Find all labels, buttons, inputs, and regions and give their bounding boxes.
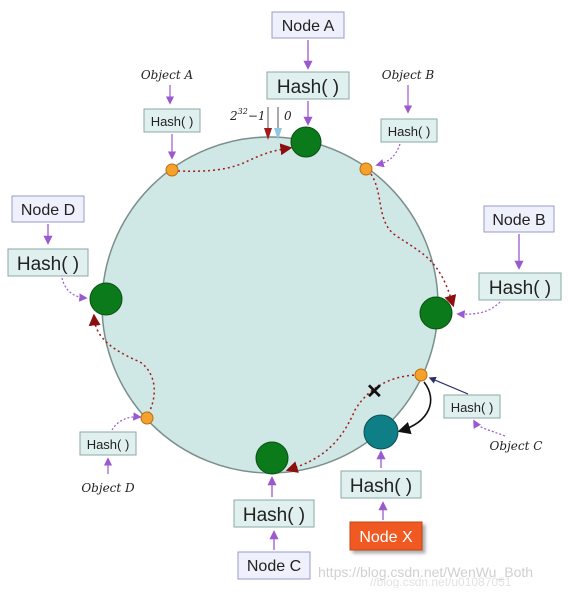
object-a-hash-label: Hash( )	[151, 114, 194, 129]
watermark-line2: //blog.csdn.net/u01087051	[370, 575, 512, 588]
node-b-box	[483, 205, 555, 233]
ring-origin-marker: 232−1 0	[229, 107, 292, 140]
ring-max-label: 232−1	[229, 107, 266, 123]
node-d-box	[11, 195, 85, 223]
object-c-label: Object C	[490, 439, 543, 453]
node-a-hash-box	[266, 71, 350, 100]
node-a-point	[290, 126, 322, 158]
object-c-hash-box	[443, 394, 501, 419]
node-a-group: Node A Hash( )	[266, 11, 350, 126]
object-d-label: Object D	[81, 481, 135, 495]
node-c-box	[237, 551, 311, 580]
node-d-label: Node D	[21, 202, 75, 219]
object-d-point	[140, 411, 154, 425]
watermark-line1: https://blog.csdn.net/WenWu_Both	[318, 564, 533, 580]
node-c-hash-label: Hash( )	[243, 505, 305, 526]
path-object-c-to-node-c	[285, 374, 420, 473]
node-b-group: Node B Hash( )	[456, 205, 562, 319]
node-c-group: Hash( ) Node C	[233, 476, 315, 580]
object-b-hash-label: Hash( )	[388, 124, 431, 139]
node-d-point	[89, 282, 123, 316]
node-x-group: Hash( ) Node X	[340, 450, 423, 551]
object-b-hash-box	[380, 118, 438, 143]
object-a-label: Object A	[141, 68, 194, 82]
object-a-group: Object A Hash( )	[141, 68, 201, 160]
object-b-point	[359, 162, 373, 176]
node-x-label: Node X	[359, 529, 413, 546]
object-a-point	[165, 163, 179, 177]
object-b-label: Object B	[382, 68, 435, 82]
removed-route-mark: ✕	[366, 381, 383, 403]
node-x-point	[363, 414, 399, 450]
node-c-hash-box	[233, 499, 315, 528]
object-b-group: Object B Hash( )	[375, 68, 438, 168]
node-a-hash-label: Hash( )	[277, 77, 339, 98]
node-a-box	[271, 11, 345, 39]
object-c-hash-label: Hash( )	[451, 400, 494, 415]
node-b-hash-label: Hash( )	[489, 278, 551, 299]
node-a-label: Node A	[282, 18, 335, 35]
node-x-hash-label: Hash( )	[350, 476, 412, 497]
object-d-hash-box	[79, 431, 137, 456]
object-a-hash-box	[143, 108, 201, 133]
object-d-group: Hash( ) Object D	[79, 412, 142, 495]
node-c-point	[255, 441, 289, 475]
node-d-hash-label: Hash( )	[17, 254, 79, 275]
object-c-group: Hash( ) Object C	[428, 376, 543, 453]
object-to-node-paths	[88, 143, 457, 473]
node-b-hash-box	[478, 272, 562, 301]
watermark: https://blog.csdn.net/WenWu_Both //blog.…	[318, 564, 533, 589]
node-b-point	[419, 296, 453, 330]
node-x-box	[349, 521, 423, 551]
object-c-point	[414, 368, 428, 382]
ring-zero-label: 0	[284, 109, 292, 123]
object-d-hash-label: Hash( )	[87, 437, 130, 452]
path-object-c-to-node-x	[397, 381, 432, 435]
path-object-b-to-node-b	[367, 169, 457, 308]
node-b-label: Node B	[492, 212, 545, 229]
node-c-label: Node C	[247, 558, 301, 575]
node-d-hash-box	[7, 248, 89, 277]
node-x-hash-box	[340, 470, 422, 499]
node-d-group: Node D Hash( )	[7, 195, 89, 302]
path-object-d-to-node-d	[88, 313, 155, 419]
